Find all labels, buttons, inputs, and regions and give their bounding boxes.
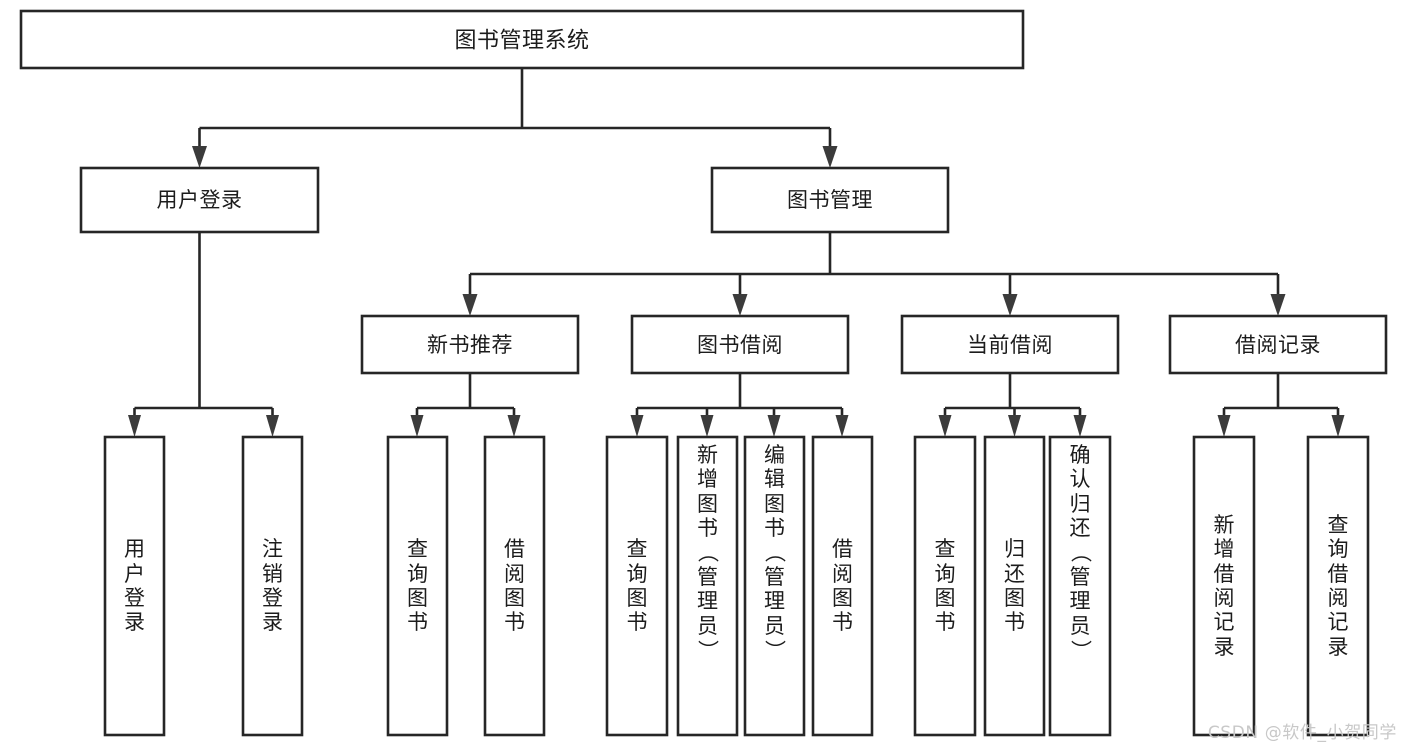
arrowhead-borrow-record	[1270, 294, 1286, 316]
arrowhead-bookborrow-leaf-1	[630, 415, 644, 437]
arrowhead-user-login	[192, 146, 207, 168]
node-root-label: 图书管理系统	[454, 29, 589, 54]
node-current-borrow[interactable]: 当前借阅	[900, 314, 1120, 375]
csdn-watermark: CSDN @软件_小贺同学	[1207, 723, 1397, 743]
leaf-box-newbook-query[interactable]	[386, 435, 449, 737]
arrowhead-borrowrecord-leaf-2	[1331, 415, 1345, 437]
node-borrow-record-box[interactable]	[1168, 314, 1388, 375]
leaf-box-current-query[interactable]	[913, 435, 977, 737]
arrowhead-book-borrow	[732, 294, 748, 316]
node-root-box[interactable]	[19, 9, 1025, 70]
leaf-box-borrow-lend[interactable]	[811, 435, 874, 737]
leaf-box-record-query[interactable]	[1306, 435, 1370, 737]
arrowhead-bookborrow-leaf-3	[767, 415, 781, 437]
leaf-box-current-confirm[interactable]	[1048, 435, 1112, 737]
node-borrow-record[interactable]: 借阅记录	[1168, 314, 1388, 375]
leaf-box-current-return[interactable]	[983, 435, 1046, 737]
node-user-login-box[interactable]	[79, 166, 320, 234]
arrowhead-bookborrow-leaf-4	[835, 415, 849, 437]
node-borrow-record-label: 借阅记录	[1235, 333, 1321, 357]
node-new-book-recommend-box[interactable]	[360, 314, 580, 375]
leaf-box-record-add[interactable]	[1192, 435, 1256, 737]
leaf-box-borrow-add[interactable]	[676, 435, 739, 737]
arrowhead-currentborrow-leaf-3	[1073, 415, 1087, 437]
node-book-borrow-box[interactable]	[630, 314, 850, 375]
node-user-login[interactable]: 用户登录	[79, 166, 320, 234]
arrowhead-currentborrow-leaf-2	[1008, 415, 1021, 437]
leaf-box-borrow-edit[interactable]	[743, 435, 806, 737]
arrowhead-borrowrecord-leaf-1	[1217, 415, 1231, 437]
arrowhead-leaf-logout	[266, 415, 279, 437]
node-current-borrow-box[interactable]	[900, 314, 1120, 375]
leaf-box-borrow-query[interactable]	[605, 435, 669, 737]
arrowhead-bookborrow-leaf-2	[700, 415, 714, 437]
arrowhead-newbook-leaf-1	[410, 415, 424, 437]
node-book-manage[interactable]: 图书管理	[710, 166, 950, 234]
node-book-borrow[interactable]: 图书借阅	[630, 314, 850, 375]
arrowhead-book-manage	[822, 146, 838, 168]
node-book-manage-label: 图书管理	[787, 188, 873, 212]
node-root[interactable]: 图书管理系统	[19, 9, 1025, 70]
leaf-box-newbook-borrow[interactable]	[483, 435, 546, 737]
node-new-book-recommend-label: 新书推荐	[427, 333, 513, 357]
node-current-borrow-label: 当前借阅	[967, 333, 1053, 357]
arrowhead-current-borrow	[1002, 294, 1018, 316]
node-user-login-label: 用户登录	[157, 188, 243, 212]
arrowhead-currentborrow-leaf-1	[938, 415, 952, 437]
connector-group	[128, 68, 1345, 437]
node-book-borrow-label: 图书借阅	[697, 333, 783, 357]
leaf-box-user-login[interactable]	[103, 435, 166, 737]
node-new-book-recommend[interactable]: 新书推荐	[360, 314, 580, 375]
arrowhead-leaf-user-login	[128, 415, 141, 437]
arrowhead-new-book	[462, 294, 478, 316]
node-book-manage-box[interactable]	[710, 166, 950, 234]
arrowhead-newbook-leaf-2	[507, 415, 521, 437]
leaf-box-logout[interactable]	[241, 435, 304, 737]
